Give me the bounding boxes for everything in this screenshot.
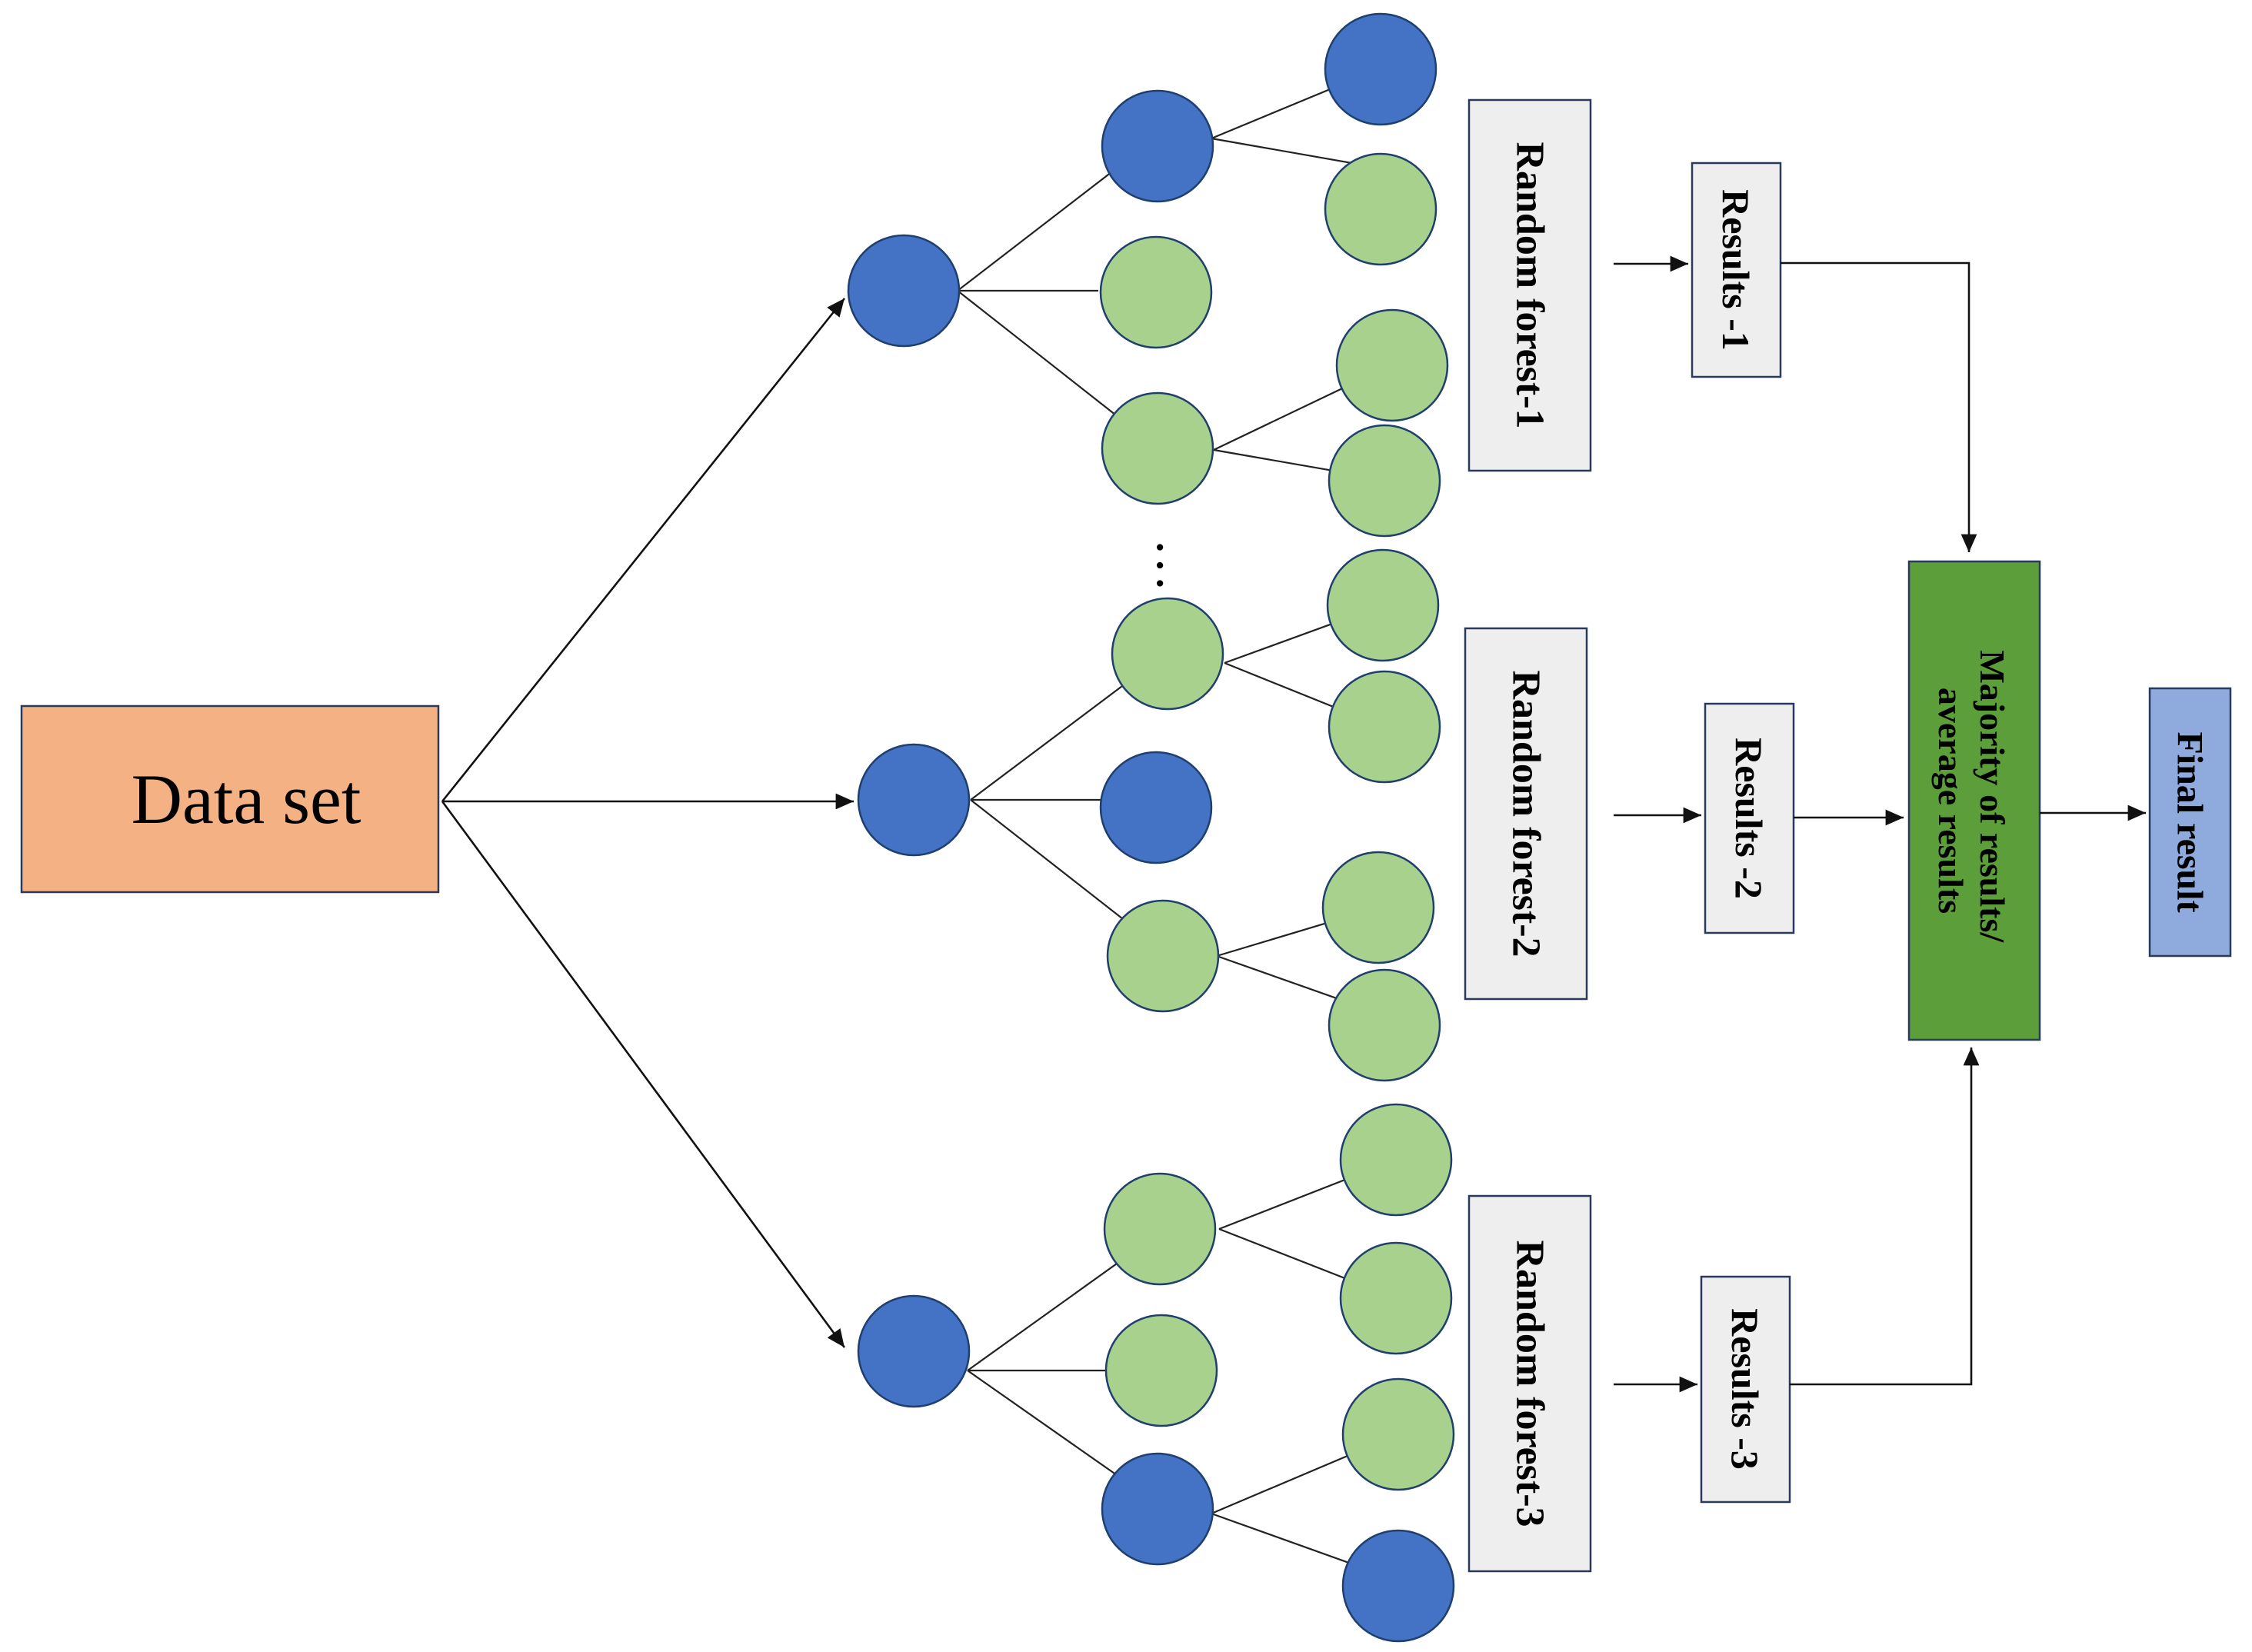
random-forest-2-box [1464,627,1588,1001]
tree-1-leaf-node [1328,424,1441,538]
connector-results-1-to-majority [1781,261,1977,552]
tree-2-root-node [857,743,971,857]
tree-2-leaf-node [1328,968,1441,1082]
tree-3-leaf-node [1339,1103,1453,1217]
random-forest-1-box [1467,98,1592,472]
tree-1-internal-node [1101,391,1214,505]
dataset-label: Data set [132,760,361,838]
tree-2-leaf-node [1321,851,1435,964]
tree-1-internal-node [1101,89,1214,203]
majority-label-line-1: Majority of results/ [1973,650,2012,943]
connector-results-3-to-majority [1790,1047,1980,1386]
arrow-to-tree-3 [441,801,846,1348]
tree-3-leaf-node [1339,1241,1453,1355]
results-2-label: Results -2 [1727,738,1771,899]
tree-1-leaf-node [1099,235,1213,349]
tree-3-root-node [857,1294,971,1408]
tree-2-leaf-node [1326,548,1440,662]
tree-1-leaf-node [1335,308,1449,422]
tree-2-internal-node [1111,597,1224,711]
results-2-box [1704,702,1795,934]
tree-3-leaf-node [1104,1314,1218,1427]
tree-2-leaf-node [1328,670,1441,784]
tree-3-internal-node [1101,1452,1214,1566]
majority-label-line-2: average results [1931,688,1970,914]
tree-1-root-node [847,234,961,348]
arrow-to-tree-1 [441,298,846,802]
results-3-box [1700,1275,1791,1504]
tree-3-internal-node [1103,1172,1217,1286]
majority-label: Majority of results/ average results [1931,650,2012,951]
tree-2-leaf-node [1099,751,1213,864]
final-result-label: Final result [2170,731,2210,912]
random-forest-3-label: Random forest-3 [1508,1240,1552,1527]
tree-3-leaf-node [1341,1377,1455,1491]
random-forest-3-box [1467,1194,1592,1573]
random-forest-1-label: Random forest-1 [1508,142,1552,428]
dataset-box [20,704,440,894]
majority-box [1907,560,2041,1041]
tree-1-leaf-node [1324,152,1437,266]
tree-3-leaf-node [1341,1529,1455,1643]
ellipsis: … [1145,538,1204,592]
results-1-box [1691,162,1782,378]
results-3-label: Results -3 [1724,1308,1767,1470]
random-forest-2-label: Random forest-2 [1504,670,1548,957]
tree-2-internal-node [1106,899,1220,1013]
tree-1-leaf-node [1324,12,1437,126]
results-1-label: Results -1 [1714,189,1757,351]
final-result-box [2148,687,2232,958]
